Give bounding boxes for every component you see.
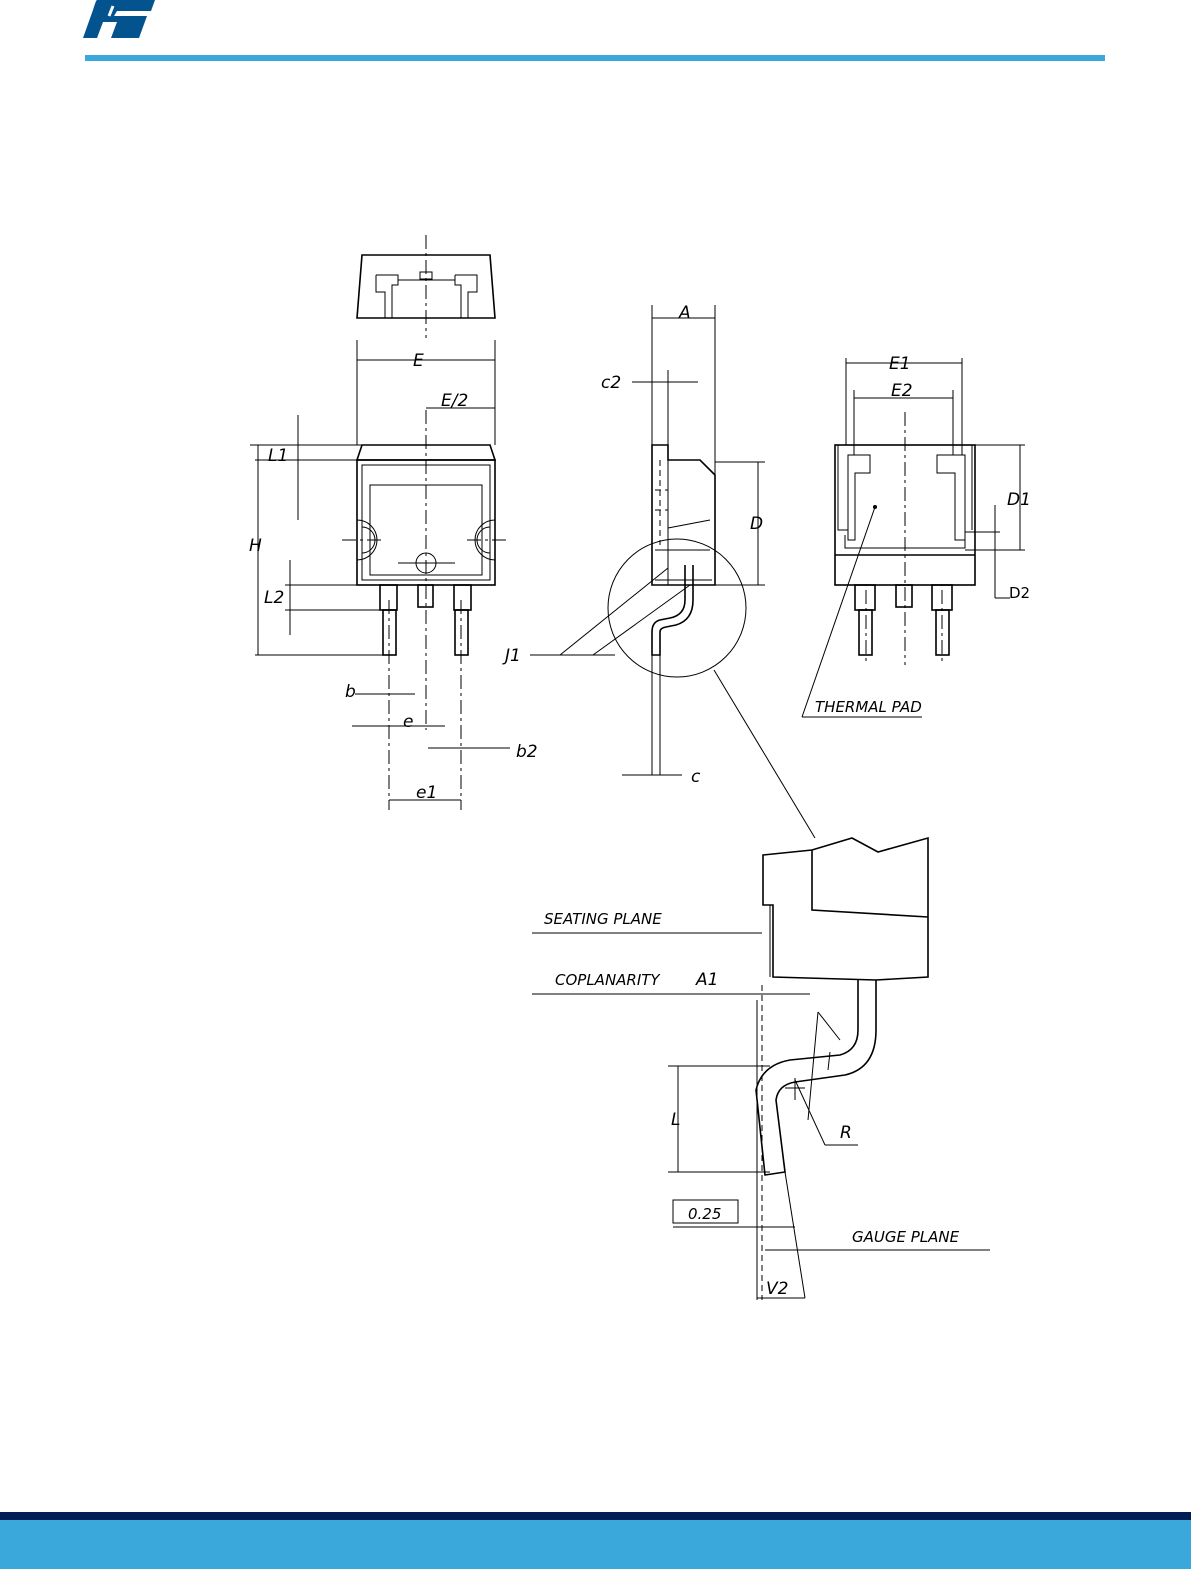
dim-H: H (249, 536, 262, 556)
gauge-value: 0.25 (688, 1205, 721, 1223)
dim-e: e (403, 712, 413, 732)
dim-c2: c2 (601, 373, 621, 393)
st-logo (83, 0, 155, 38)
seating-plane-label: SEATING PLANE (544, 910, 662, 928)
dim-b2: b2 (516, 742, 538, 762)
back-view: E1 E2 D1 D2 THERMAL PAD (801, 354, 1031, 718)
gauge-plane-label: GAUGE PLANE (852, 1228, 960, 1246)
dim-L: L (671, 1110, 680, 1130)
dim-E: E (413, 351, 424, 371)
dim-A1: A1 (695, 970, 718, 990)
front-view: E E/2 L1 H L2 b e b2 e1 (249, 340, 538, 810)
dim-R: R (840, 1123, 852, 1143)
footer-band-dark (0, 1512, 1191, 1520)
dim-c: c (691, 767, 701, 787)
dim-L1: L1 (268, 446, 288, 466)
footer-band-light (0, 1520, 1191, 1569)
dim-E-half: E/2 (441, 391, 468, 411)
dim-A: A (678, 303, 691, 323)
header-rule (85, 55, 1105, 61)
dim-L2: L2 (264, 588, 284, 608)
top-view (356, 235, 496, 338)
side-view: A c2 D J1 c (502, 303, 816, 839)
dim-b: b (345, 682, 356, 702)
dim-J1: J1 (502, 646, 521, 666)
dim-D1: D1 (1007, 490, 1031, 510)
dim-E1: E1 (889, 354, 911, 374)
dim-E2: E2 (891, 381, 913, 401)
lead-detail-view: SEATING PLANE COPLANARITY A1 L R 0.25 GA… (532, 836, 990, 1300)
dim-D2: D2 (1009, 584, 1030, 602)
coplanarity-label: COPLANARITY (555, 971, 661, 989)
dim-e1: e1 (416, 783, 437, 803)
dim-V2: V2 (766, 1279, 788, 1299)
thermal-pad-label: THERMAL PAD (815, 698, 922, 716)
dim-D: D (750, 514, 763, 534)
